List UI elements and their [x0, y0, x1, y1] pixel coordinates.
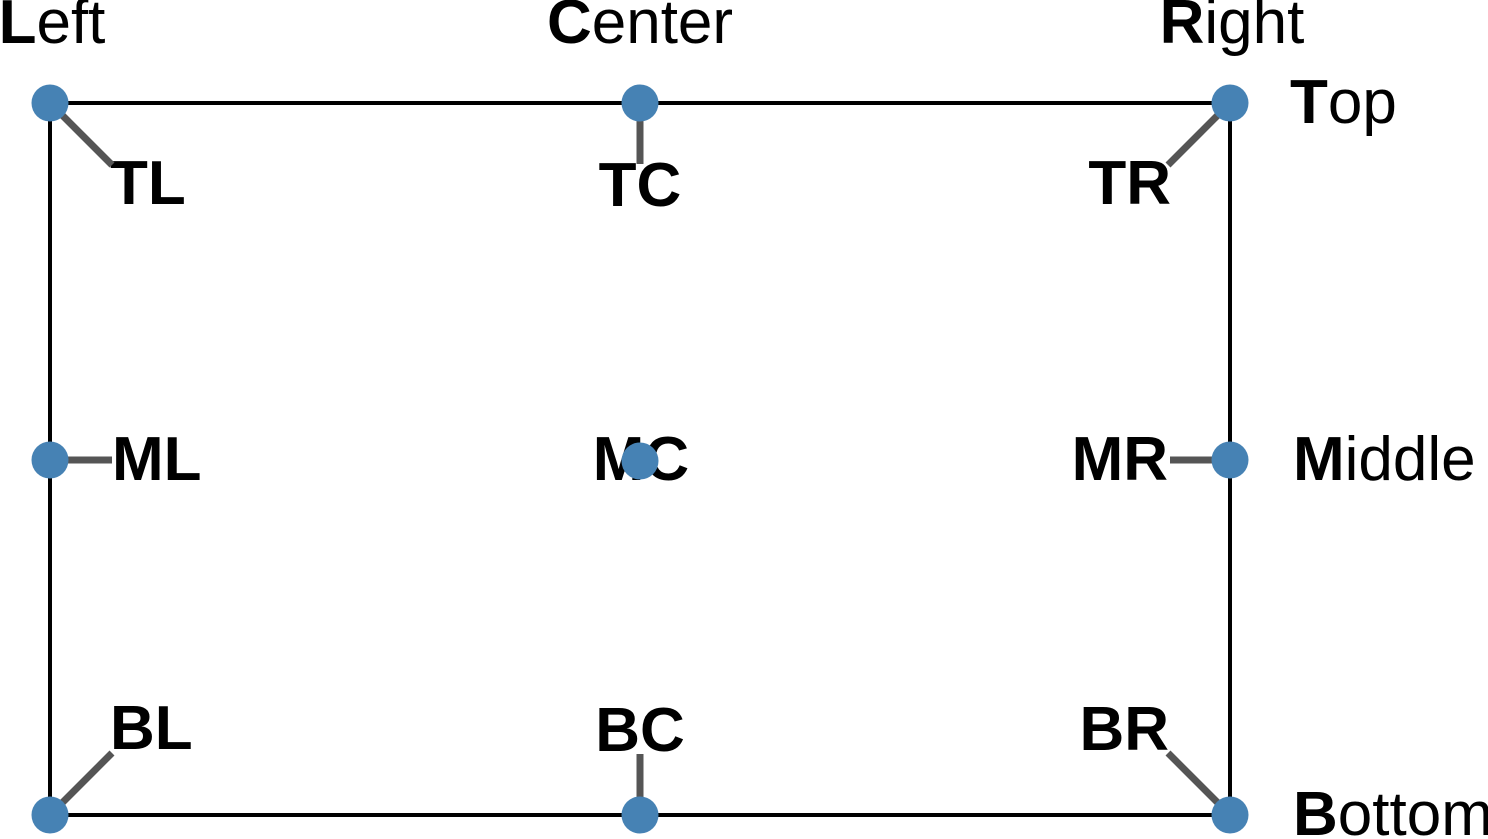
anchor-label-ml: ML: [112, 425, 202, 494]
column-header-center: Center: [547, 0, 733, 54]
anchor-label-tr: TR: [1088, 149, 1171, 218]
header-rest: op: [1327, 68, 1397, 137]
header-rest: iddle: [1344, 425, 1476, 494]
anchor-dot-ml: [31, 441, 69, 479]
anchor-label-tc: TC: [598, 151, 682, 220]
anchor-label-mc: MC: [592, 425, 690, 494]
header-rest: ottom: [1337, 780, 1488, 839]
row-header-middle: Middle: [1293, 429, 1476, 491]
header-bold-initial: L: [0, 0, 37, 57]
connector-tr: [1165, 100, 1233, 168]
anchor-label-bc: BC: [595, 696, 685, 765]
header-rest: enter: [591, 0, 734, 57]
row-header-bottom: Bottom: [1293, 784, 1488, 839]
row-header-top: Top: [1290, 72, 1397, 134]
anchor-label-br: BR: [1079, 695, 1169, 764]
header-rest: ight: [1204, 0, 1305, 57]
header-bold-initial: B: [1293, 780, 1338, 839]
header-rest: eft: [36, 0, 106, 57]
anchor-dot-bl: [31, 796, 69, 834]
anchor-dot-tc: [621, 84, 659, 122]
anchor-dot-tl: [31, 84, 69, 122]
anchor-label-bl: BL: [110, 694, 193, 763]
anchor-dot-mr: [1211, 441, 1249, 479]
connector-bl: [47, 750, 115, 818]
connector-tl: [47, 100, 115, 168]
header-bold-initial: R: [1159, 0, 1205, 57]
anchor-label-mr: MR: [1071, 425, 1168, 494]
column-header-right: Right: [1160, 0, 1305, 54]
anchor-label-tl: TL: [110, 149, 186, 218]
anchor-dot-bc: [621, 796, 659, 834]
connector-br: [1165, 750, 1233, 818]
anchor-dot-br: [1211, 796, 1249, 834]
column-header-left: Left: [0, 0, 105, 54]
anchor-dot-tr: [1211, 84, 1249, 122]
header-bold-initial: T: [1290, 68, 1328, 137]
header-bold-initial: C: [546, 0, 592, 57]
header-bold-initial: M: [1293, 425, 1345, 494]
